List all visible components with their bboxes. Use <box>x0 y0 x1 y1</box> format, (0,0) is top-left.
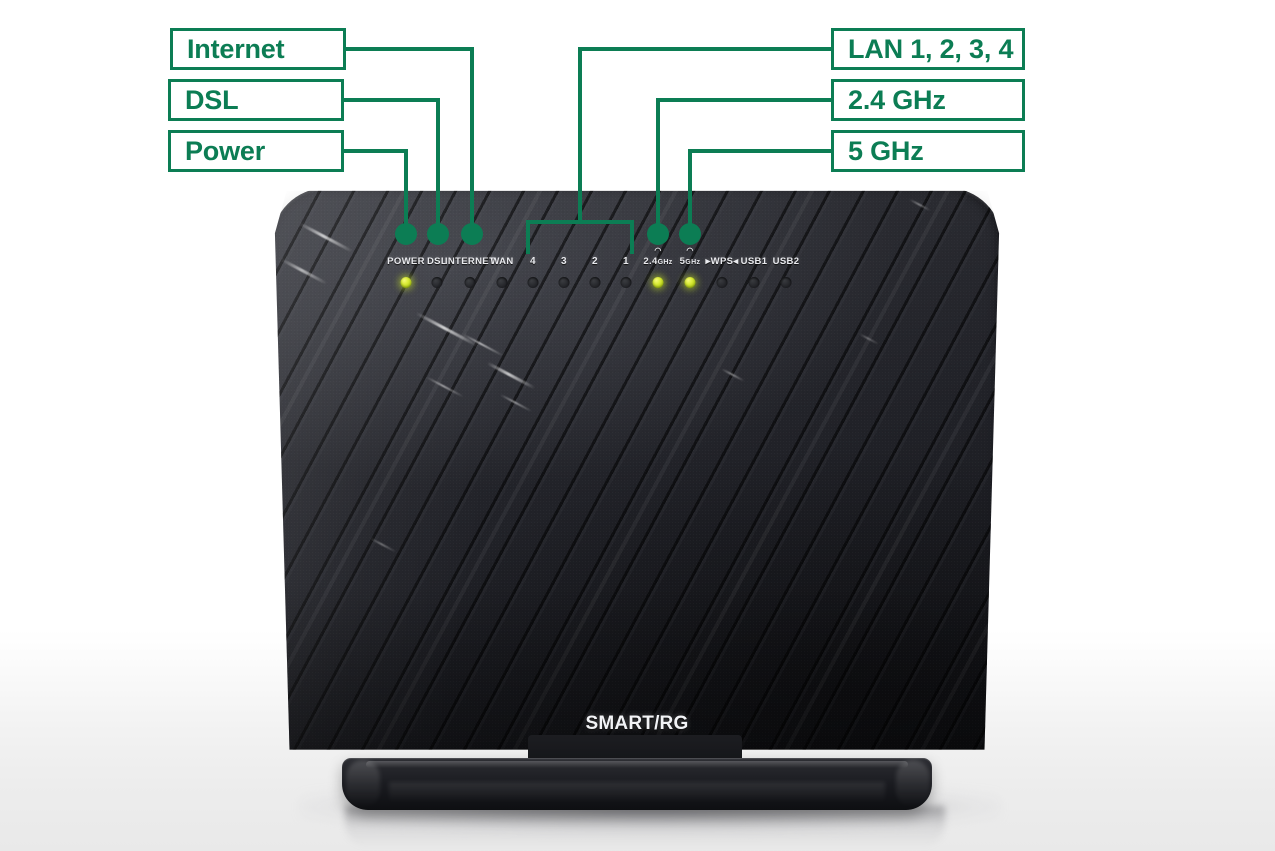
led-label-text: 1 <box>623 256 629 267</box>
led-label-text: USB1 <box>740 256 768 267</box>
led-wan <box>496 277 508 288</box>
led-usb1 <box>748 277 760 288</box>
callout-label-dsl: DSL <box>168 79 344 121</box>
led-power <box>400 277 412 288</box>
body-bottom-shade <box>274 583 1000 750</box>
stand-left-edge-highlight <box>346 760 380 808</box>
callout-label-text: 2.4 GHz <box>848 84 946 115</box>
callout-dot-dsl <box>427 223 449 245</box>
led-label-internet: INTERNET <box>445 256 495 267</box>
led-label-2-4ghz: ◠2.4GHz <box>643 247 673 268</box>
wifi-signal-icon: ◠ <box>654 246 662 255</box>
led-5ghz <box>684 277 696 288</box>
callout-label-power: Power <box>168 130 344 172</box>
callout-label-internet: Internet <box>170 28 346 70</box>
led-label-text: WAN <box>490 256 514 267</box>
callout-bracket-lan-1-2-3-4 <box>526 220 634 254</box>
callout-label-wifi-24: 2.4 GHz <box>831 79 1025 121</box>
led-label-text: 2.4GHz <box>643 256 673 267</box>
led-label-text: USB2 <box>772 256 800 267</box>
led-label-5ghz: ◠5GHz <box>679 247 701 268</box>
led-label-text: 5GHz <box>679 256 701 267</box>
stand-front-shine <box>389 781 885 803</box>
led-label-wps: ▸WPS◂ <box>706 256 739 267</box>
leader-line-wifi-5 <box>688 149 831 234</box>
led-4 <box>527 277 539 288</box>
led-wps <box>716 277 728 288</box>
led-label-3: 3 <box>561 256 567 267</box>
callout-label-text: 5 GHz <box>848 135 924 166</box>
callout-label-lan-1-2-3-4: LAN 1, 2, 3, 4 <box>831 28 1025 70</box>
router-body <box>274 190 1000 750</box>
led-label-usb1: USB1 <box>741 256 768 267</box>
led-3 <box>558 277 570 288</box>
led-internet <box>464 277 476 288</box>
led-label-power: POWER <box>387 256 425 267</box>
led-usb2 <box>780 277 792 288</box>
callout-dot-internet <box>461 223 483 245</box>
leader-line-power <box>344 149 408 234</box>
stand-top-highlight <box>365 761 909 768</box>
leader-line-dsl <box>344 98 440 234</box>
callout-dot-wifi-5 <box>679 223 701 245</box>
led-2-4ghz <box>652 277 664 288</box>
led-label-text: POWER <box>387 256 425 267</box>
callout-label-text: Internet <box>187 33 285 64</box>
led-label-usb2: USB2 <box>773 256 800 267</box>
led-label-dsl: DSL <box>427 256 447 267</box>
led-label-text: ▸WPS◂ <box>705 256 739 267</box>
led-2 <box>589 277 601 288</box>
led-label-text: INTERNET <box>444 256 496 267</box>
brand-logo: SMART/RG <box>585 713 689 734</box>
led-label-text: 2 <box>592 256 598 267</box>
stand-right-edge-highlight <box>896 760 930 808</box>
led-label-text: 4 <box>530 256 536 267</box>
led-label-wan: WAN <box>490 256 513 267</box>
leader-line-internet <box>346 47 474 234</box>
callout-dot-power <box>395 223 417 245</box>
callout-label-wifi-5: 5 GHz <box>831 130 1025 172</box>
leader-line-wifi-24 <box>656 98 831 234</box>
callout-label-text: LAN 1, 2, 3, 4 <box>848 33 1014 64</box>
floor-reflection <box>345 806 945 848</box>
led-label-2: 2 <box>592 256 598 267</box>
callout-label-text: Power <box>185 135 266 166</box>
body-groove-texture <box>274 190 1000 750</box>
body-groove-highlights <box>274 190 1000 750</box>
leader-line-lan-1-2-3-4 <box>578 47 831 222</box>
body-noise-texture <box>274 190 1000 750</box>
led-label-1: 1 <box>623 256 629 267</box>
router-stand-base <box>342 758 932 810</box>
led-1 <box>620 277 632 288</box>
led-dsl <box>431 277 443 288</box>
callout-label-text: DSL <box>185 84 239 115</box>
led-label-text: 3 <box>561 256 567 267</box>
led-label-4: 4 <box>530 256 536 267</box>
wifi-signal-icon: ◠ <box>686 246 694 255</box>
callout-dot-wifi-24 <box>647 223 669 245</box>
led-label-text: DSL <box>426 256 448 267</box>
